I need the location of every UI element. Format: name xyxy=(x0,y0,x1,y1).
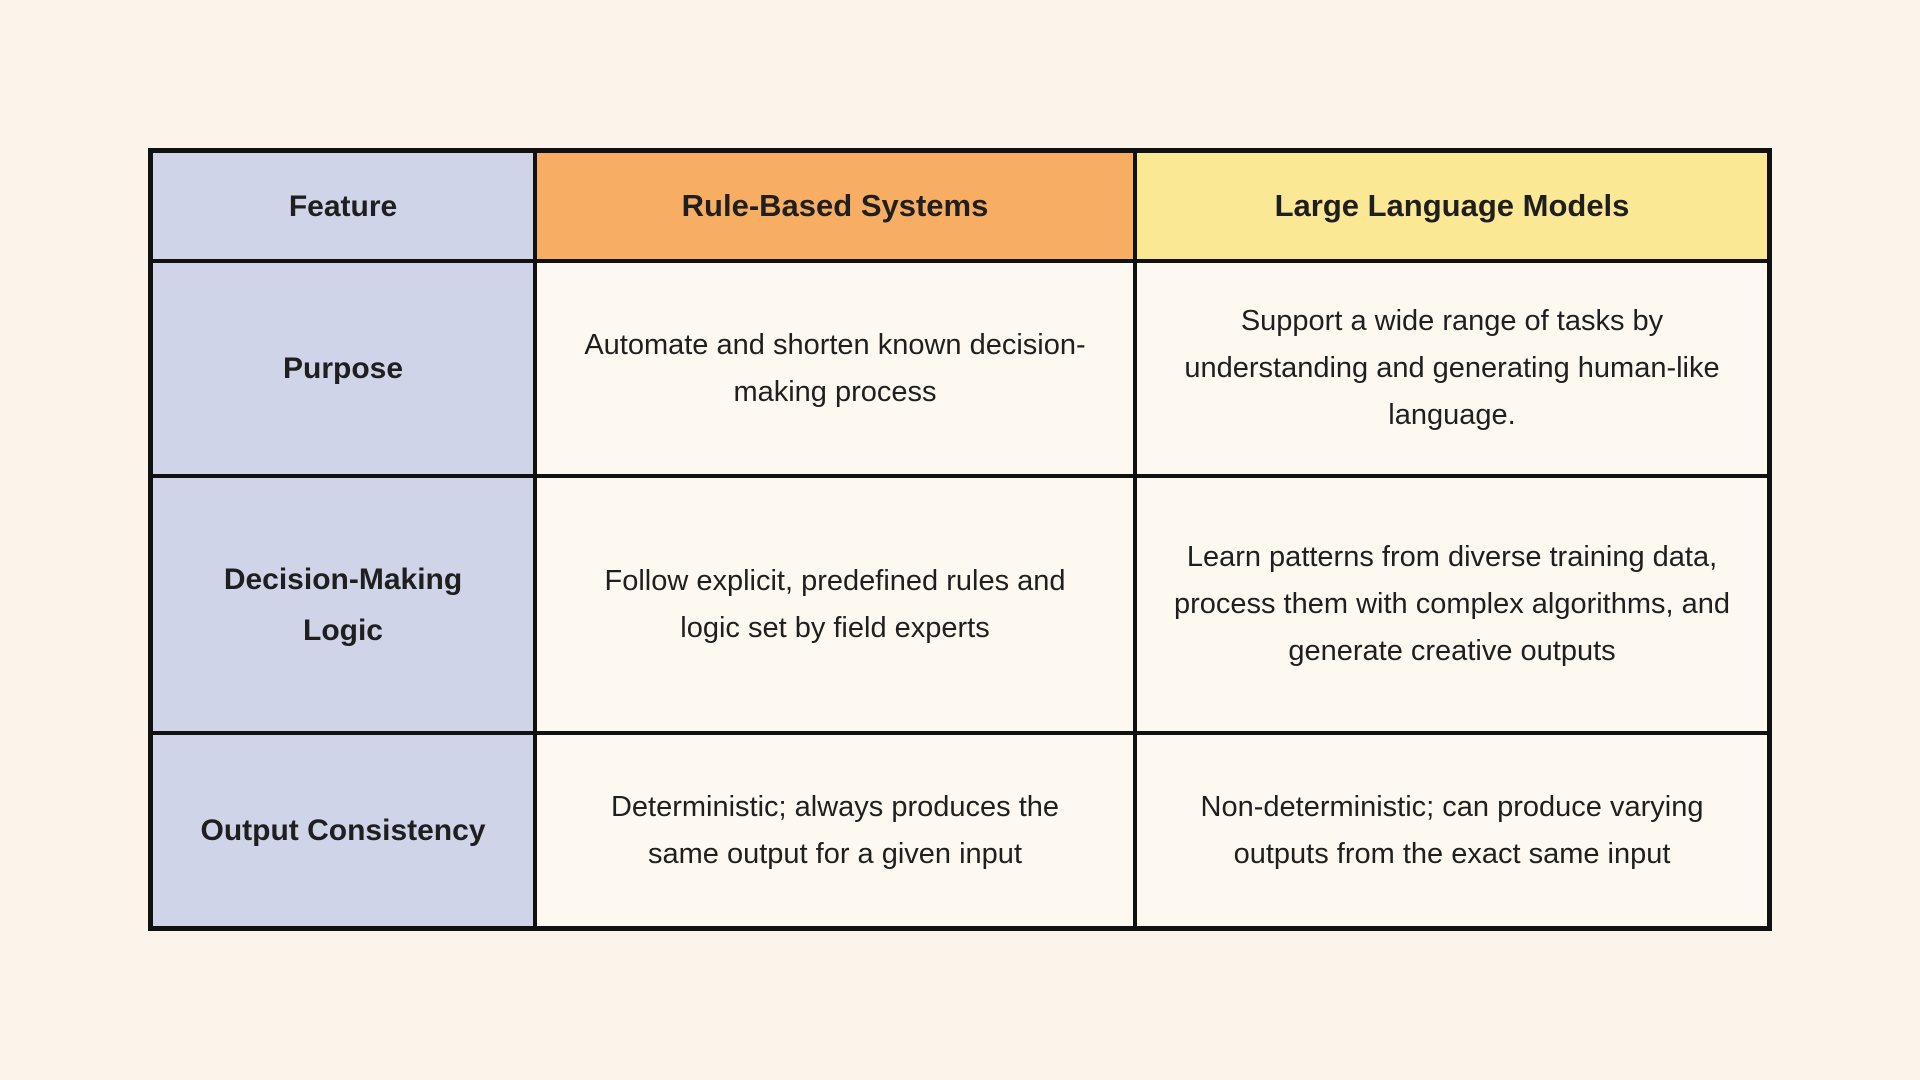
cell-text-decision-making-rule-based: Follow explicit, predefined rules and lo… xyxy=(604,564,1066,644)
header-cell-rule-based-systems: Rule-Based Systems xyxy=(537,153,1137,263)
cell-output-consistency-llm: Non-deterministic; can produce varying o… xyxy=(1137,735,1767,926)
feature-label-decision-making-logic: Decision-Making Logic xyxy=(223,562,463,647)
cell-text-purpose-rule-based: Automate and shorten known decision-maki… xyxy=(584,328,1086,408)
cell-text-purpose-llm: Support a wide range of tasks by underst… xyxy=(1184,305,1720,431)
feature-label-purpose: Purpose xyxy=(282,352,404,385)
header-label-feature: Feature xyxy=(288,189,398,223)
feature-label-output-consistency: Output Consistency xyxy=(200,814,486,847)
feature-cell-decision-making-logic: Decision-Making Logic xyxy=(153,478,537,735)
header-cell-large-language-models: Large Language Models xyxy=(1137,153,1767,263)
header-label-rule-based-systems: Rule-Based Systems xyxy=(681,188,989,223)
feature-cell-purpose: Purpose xyxy=(153,263,537,478)
cell-decision-making-rule-based: Follow explicit, predefined rules and lo… xyxy=(537,478,1137,735)
cell-purpose-llm: Support a wide range of tasks by underst… xyxy=(1137,263,1767,478)
header-label-large-language-models: Large Language Models xyxy=(1274,188,1630,223)
cell-purpose-rule-based: Automate and shorten known decision-maki… xyxy=(537,263,1137,478)
header-cell-feature: Feature xyxy=(153,153,537,263)
cell-text-output-consistency-llm: Non-deterministic; can produce varying o… xyxy=(1200,790,1704,870)
cell-output-consistency-rule-based: Deterministic; always produces the same … xyxy=(537,735,1137,926)
feature-cell-output-consistency: Output Consistency xyxy=(153,735,537,926)
cell-decision-making-llm: Learn patterns from diverse training dat… xyxy=(1137,478,1767,735)
cell-text-decision-making-llm: Learn patterns from diverse training dat… xyxy=(1173,541,1731,667)
cell-text-output-consistency-rule-based: Deterministic; always produces the same … xyxy=(610,790,1060,870)
comparison-table: Feature Rule-Based Systems Large Languag… xyxy=(148,148,1772,931)
